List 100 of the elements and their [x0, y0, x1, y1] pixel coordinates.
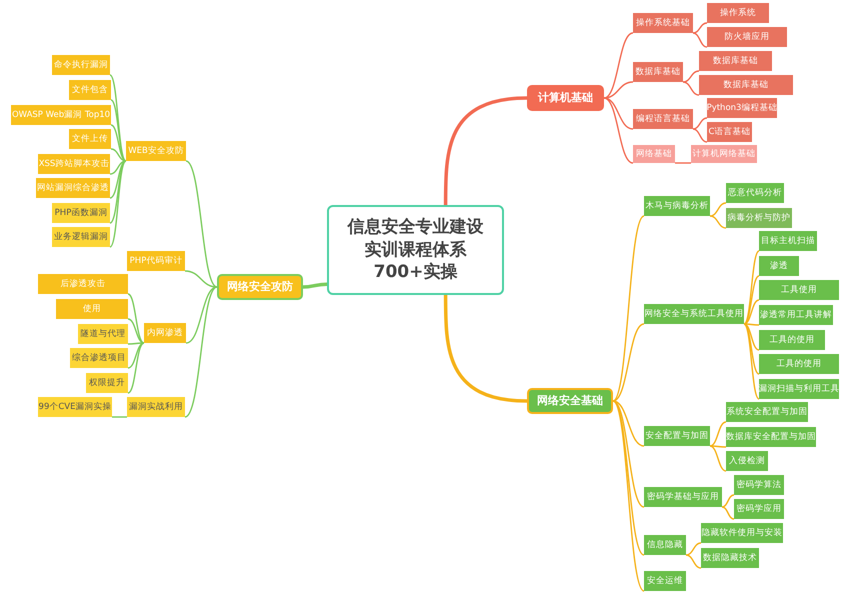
connector-line — [744, 323, 760, 400]
topic-box: 网站漏洞综合渗透 — [36, 178, 110, 198]
topic-box: 渗透常用工具讲解 — [759, 305, 833, 325]
topic-box: 隧道与代理 — [78, 324, 128, 344]
connector-line — [128, 293, 144, 344]
connector-line — [744, 323, 760, 375]
topic-box: 木马与病毒分析 — [644, 196, 710, 216]
topic-box: 隐藏软件使用与安装 — [701, 523, 783, 543]
connector-line — [110, 160, 126, 224]
connector-line — [110, 160, 126, 248]
connector-line — [710, 215, 726, 229]
connector-line — [128, 342, 144, 369]
connector-line — [682, 70, 700, 83]
connector-line — [444, 96, 528, 205]
connector-line — [128, 318, 144, 344]
connector-line — [675, 162, 691, 164]
topic-box: PHP代码审计 — [127, 251, 185, 271]
branch-box: 网络安全攻防 — [217, 274, 303, 300]
connector-line — [612, 216, 644, 402]
connector-line — [128, 342, 144, 345]
topic-box: 数据库基础 — [699, 75, 793, 95]
topic-box: PHP函数漏洞 — [52, 203, 110, 223]
topic-box: 操作系统 — [707, 3, 769, 23]
connector-line — [302, 282, 328, 289]
connector-line — [110, 160, 126, 175]
topic-box: 综合渗透项目 — [70, 348, 128, 368]
topic-box: Python3编程基础 — [707, 98, 777, 118]
topic-box: OWASP Web漏洞 Top10 — [11, 105, 111, 125]
topic-box: 密码学算法 — [734, 475, 784, 495]
connector-line — [604, 81, 634, 99]
topic-box: 文件包含 — [69, 80, 111, 100]
connector-line — [186, 286, 218, 344]
topic-box: 使用 — [56, 299, 128, 319]
connector-line — [184, 286, 218, 418]
branch-box: 网络安全基础 — [527, 388, 613, 414]
connector-line — [744, 299, 760, 325]
connector-line — [710, 421, 726, 447]
topic-box: 网络基础 — [633, 145, 675, 163]
topic-box: 命令执行漏洞 — [52, 55, 110, 75]
topic-box: 密码学应用 — [734, 499, 784, 519]
topic-box: 防火墙应用 — [707, 27, 787, 47]
topic-box: 数据库基础 — [633, 62, 683, 82]
topic-box: WEB安全攻防 — [126, 141, 186, 161]
connector-line — [604, 97, 634, 130]
topic-box: 信息隐藏 — [644, 535, 686, 555]
connector-line — [682, 81, 700, 96]
topic-box: 安全配置与加固 — [644, 426, 710, 446]
connector-line — [692, 117, 708, 130]
connector-line — [744, 250, 760, 325]
connector-line — [710, 445, 726, 472]
connector-line — [612, 323, 644, 402]
topic-box: 渗透 — [759, 256, 799, 276]
connector-line — [128, 342, 144, 394]
topic-box: 操作系统基础 — [633, 13, 693, 33]
topic-box: 后渗透攻击 — [38, 274, 128, 294]
connector-line — [110, 148, 126, 162]
connector-line — [184, 270, 218, 288]
connector-line — [744, 323, 760, 351]
connector-line — [110, 124, 126, 162]
topic-box: 编程语言基础 — [633, 109, 693, 129]
topic-box: 工具的使用 — [759, 354, 839, 374]
connector-line — [110, 74, 126, 162]
topic-box: 业务逻辑漏洞 — [52, 227, 110, 247]
title-box: 信息安全专业建设实训课程体系700+实操 — [327, 205, 504, 295]
topic-box: 目标主机扫描 — [759, 231, 817, 251]
connector-line — [612, 400, 644, 447]
topic-box: C语言基础 — [707, 122, 752, 142]
topic-box: 99个CVE漏洞实操 — [38, 397, 112, 417]
connector-line — [692, 128, 708, 143]
topic-box: 数据库安全配置与加固 — [726, 427, 816, 447]
topic-box: 内网渗透 — [144, 323, 186, 343]
connector-line — [722, 506, 734, 520]
topic-box: 漏洞扫描与利用工具 — [759, 379, 839, 399]
topic-box: 系统安全配置与加固 — [726, 402, 808, 422]
connector-line — [444, 295, 528, 403]
topic-box: 恶意代码分析 — [726, 183, 784, 203]
connector-line — [692, 22, 708, 34]
connector-line — [110, 160, 126, 199]
connector-line — [744, 275, 760, 325]
topic-box: 数据隐藏技术 — [701, 548, 759, 568]
connector-line — [744, 323, 759, 326]
topic-box: 权限提升 — [86, 373, 128, 393]
topic-box: 文件上传 — [69, 129, 111, 149]
connector-line — [722, 494, 734, 508]
topic-box: 工具的使用 — [759, 330, 825, 350]
connector-line — [686, 554, 702, 569]
connector-line — [604, 97, 634, 164]
topic-box: 工具使用 — [759, 280, 839, 300]
connector-line — [110, 99, 126, 162]
topic-box: 网络安全与系统工具使用 — [644, 304, 744, 324]
topic-box: 计算机网络基础 — [691, 145, 757, 163]
connector-line — [604, 32, 634, 99]
topic-box: 数据库基础 — [699, 51, 772, 71]
connector-line — [710, 202, 726, 217]
connector-line — [112, 416, 127, 418]
topic-box: 漏洞实战利用 — [127, 397, 185, 417]
connector-line — [612, 400, 644, 592]
connector-line — [692, 32, 708, 48]
connector-line — [686, 542, 702, 556]
topic-box: 病毒分析与防护 — [726, 208, 792, 228]
